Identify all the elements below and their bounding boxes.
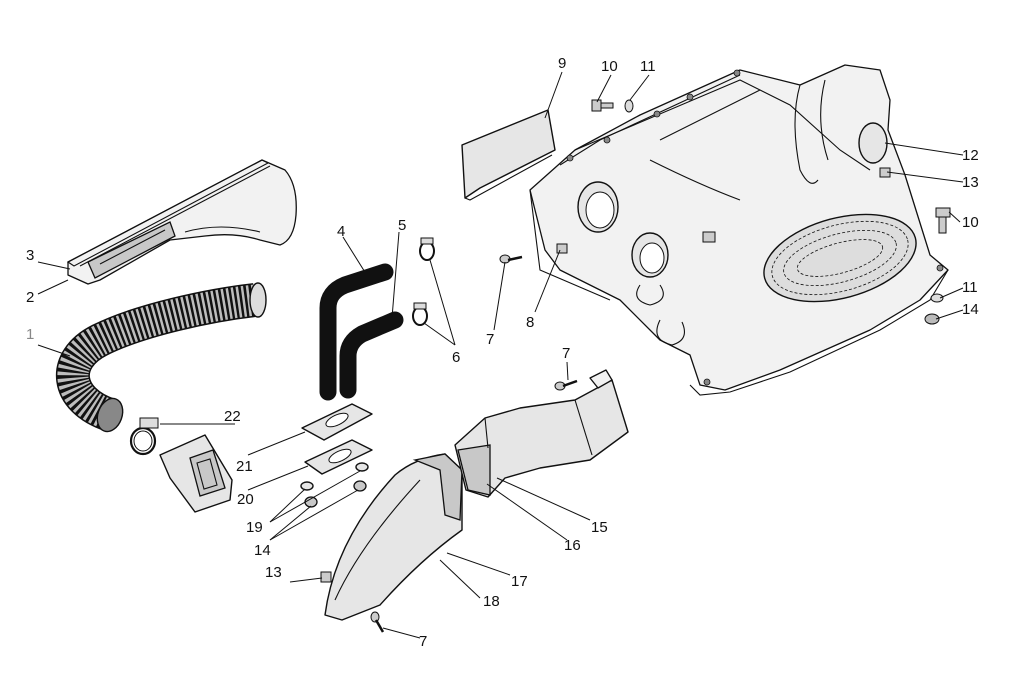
callout-1: 1 <box>26 326 35 343</box>
part-channel-duct <box>66 159 297 285</box>
callout-6: 6 <box>452 349 461 366</box>
callout-13-bottom: 13 <box>265 564 282 581</box>
callout-19: 19 <box>246 519 263 536</box>
callout-7-left: 7 <box>486 331 495 348</box>
callout-12: 12 <box>962 147 979 164</box>
callout-10-top: 10 <box>601 58 618 75</box>
callout-18: 18 <box>483 593 500 610</box>
part-upper-duct <box>454 369 629 498</box>
callout-4: 4 <box>337 223 346 240</box>
part-gaskets <box>301 403 373 475</box>
callout-7-bottom: 7 <box>419 633 428 650</box>
callout-8: 8 <box>526 314 535 331</box>
callout-14-left: 14 <box>254 542 271 559</box>
callout-14-right: 14 <box>962 301 979 318</box>
callout-20: 20 <box>237 491 254 508</box>
callout-13-right: 13 <box>962 174 979 191</box>
callout-9: 9 <box>558 55 567 72</box>
part-washers-nuts-left <box>300 462 369 508</box>
part-hardware <box>320 99 951 633</box>
part-corrugated-hose <box>56 282 267 433</box>
leader-lines <box>37 71 964 639</box>
callout-7-middle: 7 <box>562 345 571 362</box>
callout-17: 17 <box>511 573 528 590</box>
callout-11-top: 11 <box>640 58 656 75</box>
part-black-hoses <box>319 263 404 401</box>
callout-15: 15 <box>591 519 608 536</box>
part-hose-clamp-22 <box>129 417 159 456</box>
part-hose-clamps <box>412 237 435 326</box>
callout-11-right: 11 <box>962 279 978 296</box>
callout-21: 21 <box>236 458 253 475</box>
part-bracket-plate <box>461 109 556 201</box>
callout-3: 3 <box>26 247 35 264</box>
part-adapter <box>159 434 233 513</box>
callout-5: 5 <box>398 217 407 234</box>
part-heater-housing <box>529 64 949 396</box>
callout-2: 2 <box>26 289 35 306</box>
callout-10-right: 10 <box>962 214 979 231</box>
callout-22: 22 <box>224 408 241 425</box>
callout-16: 16 <box>564 537 581 554</box>
part-lower-deflector <box>324 453 463 621</box>
